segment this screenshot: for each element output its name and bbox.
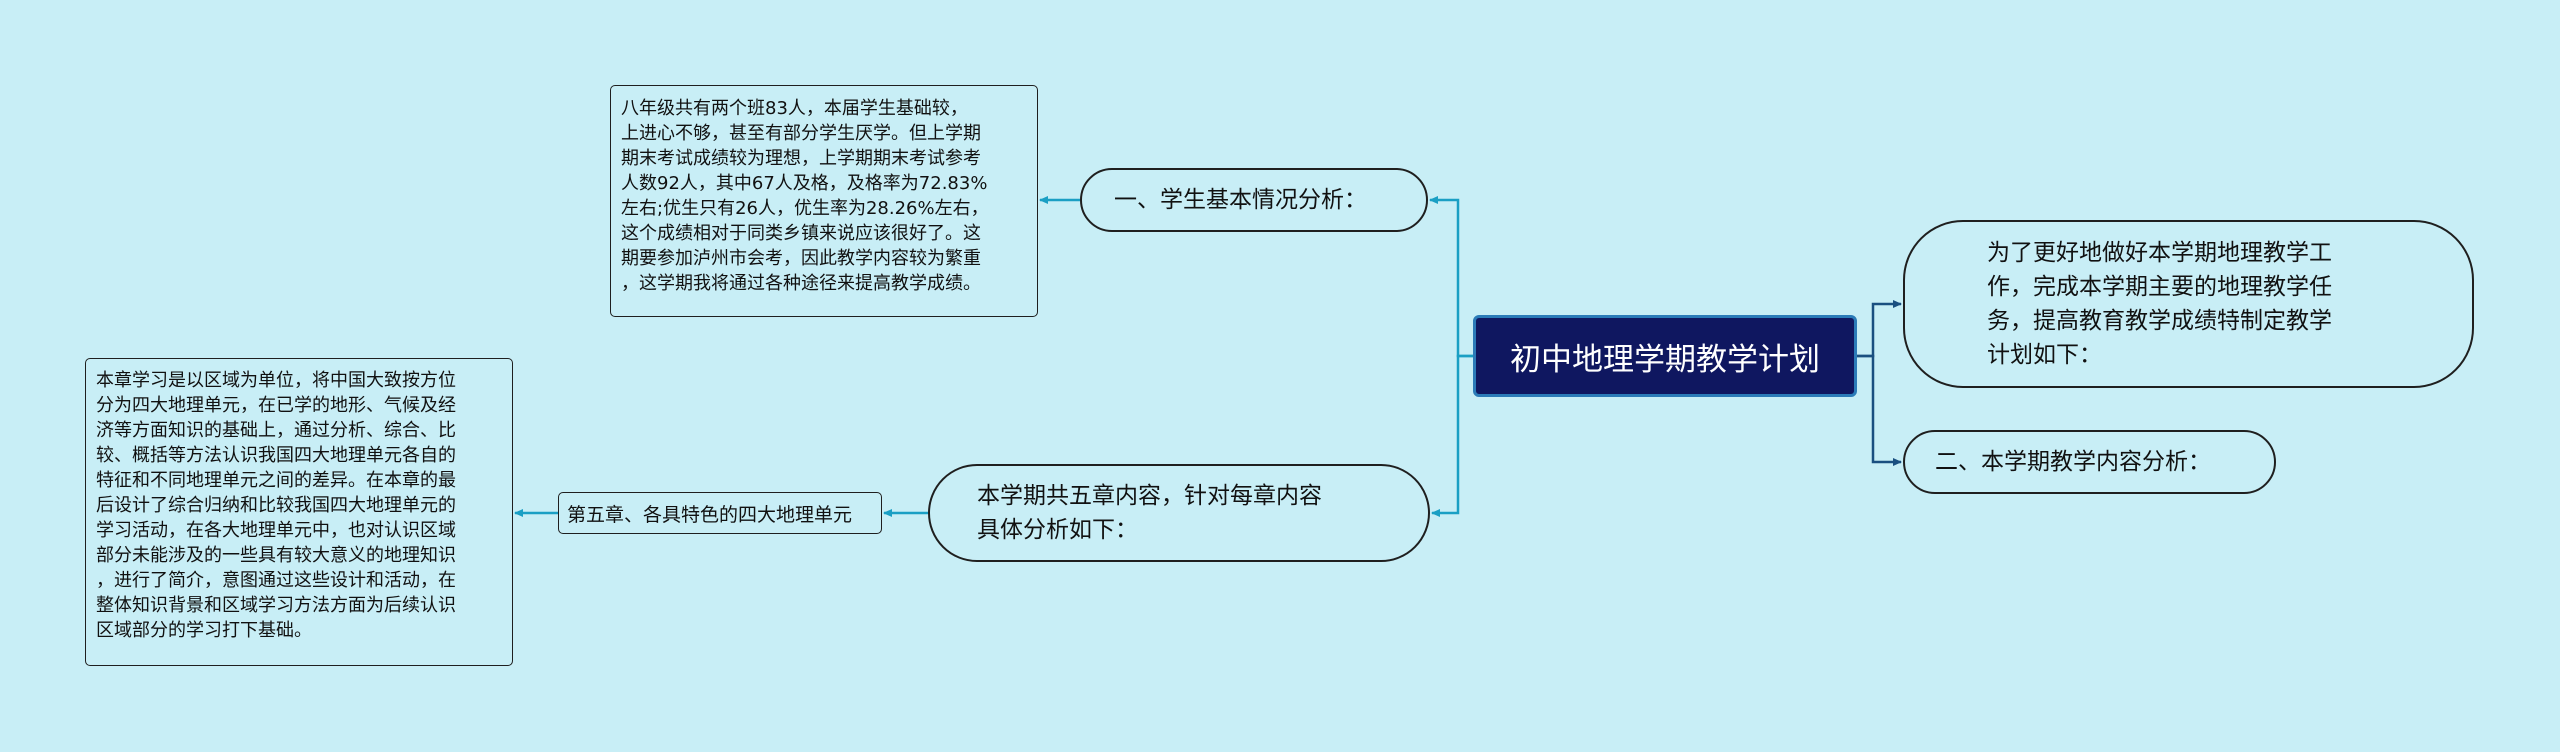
chapter5-detail-text: 本章学习是以区域为单位，将中国大致按方位 分为四大地理单元，在已学的地形、气候及… — [96, 370, 456, 641]
link-root-intro — [1857, 300, 1902, 358]
students-detail-text: 八年级共有两个班83人，本届学生基础较， 上进心不够，甚至有部分学生厌学。但上学… — [621, 98, 989, 294]
intro-node[interactable]: 为了更好地做好本学期地理教学工 作，完成本学期主要的地理教学任 务，提高教育教学… — [1903, 220, 2474, 388]
content-analysis-text: 二、本学期教学内容分析： — [1935, 449, 2211, 475]
students-node[interactable]: 一、学生基本情况分析： — [1080, 168, 1428, 232]
chapter5-detail-node[interactable]: 本章学习是以区域为单位，将中国大致按方位 分为四大地理单元，在已学的地形、气候及… — [85, 358, 513, 666]
root-title: 初中地理学期教学计划 — [1510, 341, 1820, 378]
chapter5-text: 第五章、各具特色的四大地理单元 — [567, 503, 853, 526]
intro-text: 为了更好地做好本学期地理教学工 作，完成本学期主要的地理教学任 务，提高教育教学… — [1987, 240, 2332, 368]
link-root-students — [1429, 196, 1473, 358]
students-text: 一、学生基本情况分析： — [1114, 187, 1367, 213]
students-detail-node[interactable]: 八年级共有两个班83人，本届学生基础较， 上进心不够，甚至有部分学生厌学。但上学… — [610, 85, 1038, 317]
five-chapters-text: 本学期共五章内容，针对每章内容 具体分析如下： — [977, 483, 1322, 543]
content-analysis-node[interactable]: 二、本学期教学内容分析： — [1903, 430, 2276, 494]
root-node[interactable]: 初中地理学期教学计划 — [1473, 315, 1857, 397]
link-root-content — [1857, 354, 1902, 466]
link-root-five — [1431, 354, 1473, 517]
chapter5-node[interactable]: 第五章、各具特色的四大地理单元 — [558, 492, 882, 534]
five-chapters-node[interactable]: 本学期共五章内容，针对每章内容 具体分析如下： — [928, 464, 1430, 562]
